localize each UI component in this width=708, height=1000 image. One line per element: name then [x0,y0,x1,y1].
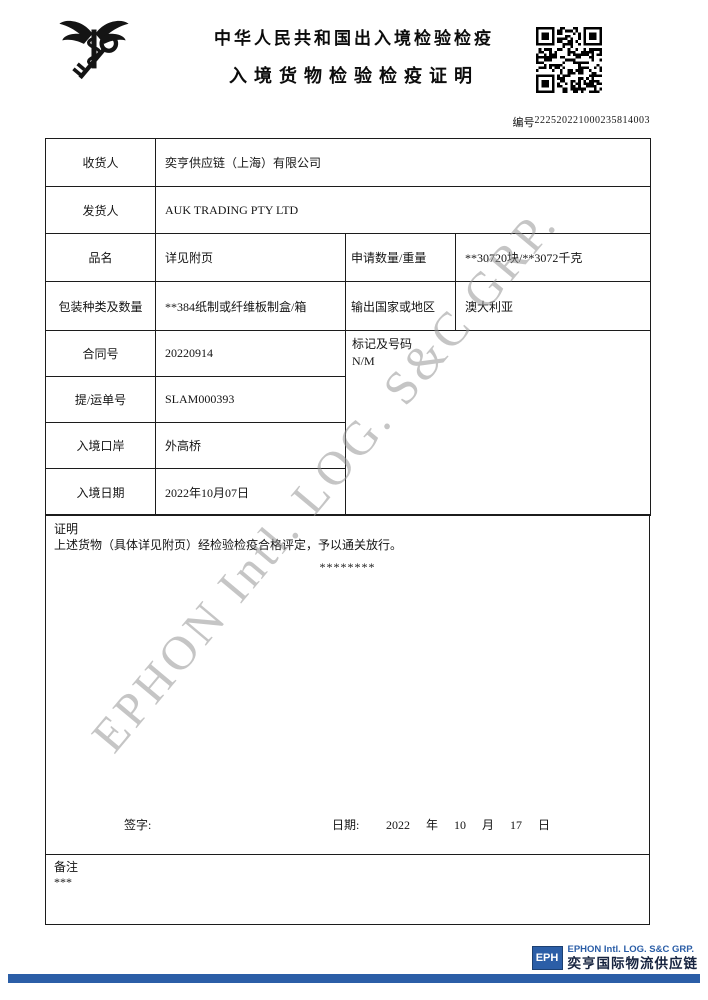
packing-value: **384纸制或纤维板制盒/箱 [155,281,346,331]
marks-value: N/M [352,354,375,368]
consignor-label: 发货人 [45,186,156,234]
quantity-label: 申请数量/重量 [345,233,456,282]
qr-code [536,27,602,93]
marks-label: 标记及号码 [352,337,413,351]
footer-company-lines: EPHON Intl. LOG. S&C GRP. 奕亨国际物流供应链 [567,944,699,971]
footer-brand: EPH EPHON Intl. LOG. S&C GRP. 奕亨国际物流供应链 [531,944,699,971]
remarks-value: *** [54,875,72,889]
serial-label: 编号 [512,117,535,129]
table-row: 包装种类及数量 **384纸制或纤维板制盒/箱 输出国家或地区 澳大利亚 [45,281,651,331]
bill-value: SLAM000393 [155,376,346,423]
quantity-value: **30720块/**3072千克 [455,233,651,282]
date-label: 日期: [332,818,360,832]
origin-label: 输出国家或地区 [345,281,456,331]
table-row: 品名 详见附页 申请数量/重量 **30720块/**3072千克 [45,233,651,282]
table-row: 入境日期 2022年10月07日 [45,468,651,516]
footer-company-cn: 奕亨国际物流供应链 [567,955,698,971]
table-row: 合同号 20220914 标记及号码 N/M [45,330,651,516]
title-line2: 入境货物检验检疫证明 [229,66,479,86]
entry-date-value: 2022年10月07日 [155,468,346,516]
bill-label: 提/运单号 [45,376,156,423]
certificate-label: 证明 [54,522,79,536]
product-label: 品名 [45,233,156,282]
contract-value: 20220914 [155,330,346,377]
footer-bar [8,974,700,983]
product-value: 详见附页 [155,233,346,282]
table-row: 收货人 奕亨供应链（上海）有限公司 [45,138,651,187]
consignee-value: 奕亨供应链（上海）有限公司 [155,138,651,187]
consignor-value: AUK TRADING PTY LTD [155,186,651,234]
eph-logo: EPH [531,945,563,970]
title-line1: 中华人民共和国出入境检验检疫 [214,29,494,48]
remarks-label: 备注 [54,860,79,874]
packing-label: 包装种类及数量 [45,281,156,331]
date-value: 2022 年 10 月 17 日 [386,818,551,832]
certificate-asterisks: ******** [319,560,376,574]
consignee-label: 收货人 [45,138,156,187]
remarks-section: 备注 *** [45,854,650,925]
certificate-table: 收货人 奕亨供应链（上海）有限公司 发货人 AUK TRADING PTY LT… [45,138,651,516]
signature-label: 签字: [124,818,152,832]
port-value: 外高桥 [155,422,346,469]
table-row: 入境口岸 外高桥 [45,422,651,469]
entry-date-label: 入境日期 [45,468,156,516]
signature-row: 签字: 日期: 2022 年 10 月 17 日 [46,816,649,832]
footer-company-en: EPHON Intl. LOG. S&C GRP. [567,944,695,955]
marks-cell: 标记及号码 N/M [345,330,651,516]
serial-number-line: 编号222520221000235814003 [513,114,651,130]
table-row: 发货人 AUK TRADING PTY LTD [45,186,651,234]
document-title: 中华人民共和国出入境检验检疫 入境货物检验检疫证明 [130,24,578,88]
ciq-emblem-icon [58,12,130,96]
serial-number: 222520221000235814003 [534,115,650,126]
certificate-statement: 上述货物（具体详见附页）经检验检疫合格评定，予以通关放行。 [54,538,403,552]
port-label: 入境口岸 [45,422,156,469]
certificate-section: 证明 上述货物（具体详见附页）经检验检疫合格评定，予以通关放行。 *******… [45,514,650,855]
contract-label: 合同号 [45,330,156,377]
origin-value: 澳大利亚 [455,281,651,331]
